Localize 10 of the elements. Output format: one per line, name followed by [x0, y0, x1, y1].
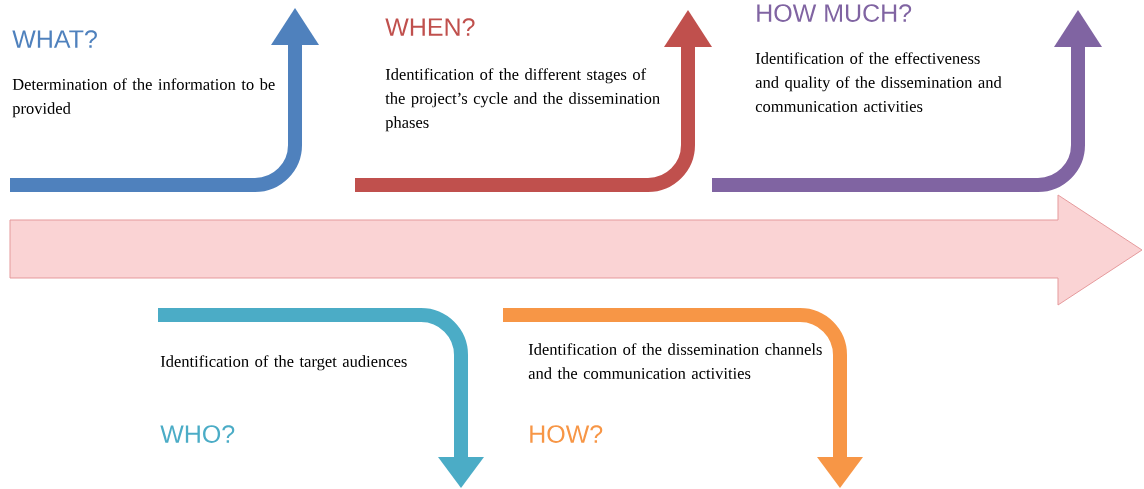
- heading: HOW?: [530, 425, 603, 443]
- heading: WHAT?: [12, 30, 97, 48]
- description-text: Identification of the target audiences: [160, 355, 407, 371]
- description-text: Identification of the dissemination channels and the communication activities: [528, 343, 822, 379]
- heading: WHO?: [160, 425, 235, 443]
- heading: HOW MUCH?: [757, 4, 912, 22]
- heading: WHEN?: [385, 18, 475, 36]
- description-text: Identification of the different stages of the project’s cycle and the dissemination phases: [385, 68, 660, 132]
- description-text: Determination of the information to be provided: [12, 78, 275, 118]
- description-text: Identification of the effectiveness and quality of the dissemination and communication activities: [755, 52, 1002, 112]
